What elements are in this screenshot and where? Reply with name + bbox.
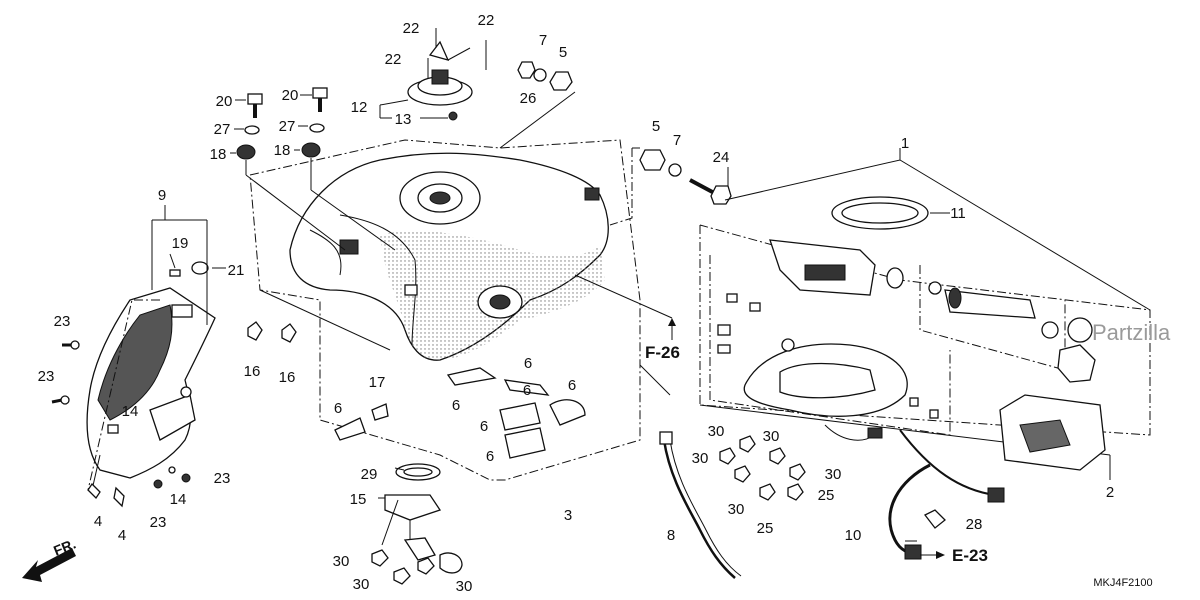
fuel-pump-unit [699, 159, 1151, 471]
callout-20a: 20 [216, 93, 233, 110]
callout-30a: 30 [708, 423, 725, 440]
callout-9: 9 [158, 187, 166, 204]
callout-16b: 16 [279, 369, 296, 386]
callout-14b: 14 [170, 491, 187, 508]
watermark: Partzilla [1092, 320, 1171, 345]
callout-6f: 6 [480, 418, 488, 435]
callout-30f: 30 [333, 553, 350, 570]
callout-30c: 30 [692, 450, 709, 467]
callout-23c: 23 [214, 470, 231, 487]
callout-30d: 30 [825, 466, 842, 483]
callout-27b: 27 [279, 118, 296, 135]
callout-23a: 23 [54, 313, 71, 330]
callout-30b: 30 [763, 428, 780, 445]
callout-18b: 18 [274, 142, 291, 159]
ref-f26: F-26 [645, 343, 680, 362]
callout-21: 21 [228, 262, 245, 279]
callout-23b: 23 [38, 368, 55, 385]
front-arrow-icon [22, 548, 76, 582]
callout-4a: 4 [94, 513, 102, 530]
callout-30h: 30 [456, 578, 473, 595]
callout-17: 17 [369, 374, 386, 391]
callout-12: 12 [351, 99, 368, 116]
callout-23d: 23 [150, 514, 167, 531]
callout-4b: 4 [118, 527, 126, 544]
callout-30e: 30 [728, 501, 745, 518]
fuel-tank-assembly [249, 139, 641, 481]
callout-labels: 1 2 3 4 4 5 5 6 6 6 6 6 6 6 7 7 8 9 10 1… [38, 12, 1115, 595]
callout-11: 11 [950, 205, 966, 222]
side-cover-screws [51, 340, 191, 508]
fuel-cap [407, 28, 487, 121]
fasteners-top [517, 61, 732, 205]
diagram-code: MKJ4F2100 [1093, 577, 1152, 589]
callout-10: 10 [845, 527, 862, 544]
callout-13: 13 [395, 111, 412, 128]
callout-24: 24 [713, 149, 730, 166]
callout-29: 29 [361, 466, 378, 483]
side-cover [86, 261, 216, 479]
callout-5b: 5 [652, 118, 660, 135]
callout-2: 2 [1106, 484, 1114, 501]
callout-7b: 7 [673, 132, 681, 149]
ref-e23: E-23 [952, 546, 988, 565]
callout-14a: 14 [122, 403, 139, 420]
callout-18a: 18 [210, 146, 227, 163]
callout-25a: 25 [818, 487, 835, 504]
callout-1: 1 [901, 135, 909, 152]
callout-3: 3 [564, 507, 572, 524]
callout-6b: 6 [452, 397, 460, 414]
reference-markers: F-26 E-23 [574, 274, 988, 565]
fuel-float-assembly [371, 463, 463, 585]
callout-6c: 6 [524, 355, 532, 372]
callout-25b: 25 [757, 520, 774, 537]
leader-lines [169, 94, 950, 542]
front-label: FR. [51, 535, 78, 558]
tank-pads [334, 367, 586, 459]
callout-6d: 6 [523, 382, 531, 399]
mount-bolts-left [236, 87, 328, 343]
callout-20b: 20 [282, 87, 299, 104]
callout-22a: 22 [403, 20, 420, 37]
callout-30g: 30 [353, 576, 370, 593]
callout-19: 19 [172, 235, 189, 252]
callout-22b: 22 [478, 12, 495, 29]
callout-28: 28 [966, 516, 983, 533]
callout-8: 8 [667, 527, 675, 544]
callout-26: 26 [520, 90, 537, 107]
callout-6a: 6 [334, 400, 342, 417]
breather-hose [659, 431, 742, 579]
bottom-hardware [719, 435, 806, 501]
wire-harness [888, 429, 1005, 560]
callout-22c: 22 [385, 51, 402, 68]
callout-5a: 5 [559, 44, 567, 61]
callout-7a: 7 [539, 32, 547, 49]
callout-27a: 27 [214, 121, 231, 138]
callout-6g: 6 [486, 448, 494, 465]
callout-6e: 6 [568, 377, 576, 394]
callout-16a: 16 [244, 363, 261, 380]
callout-15: 15 [350, 491, 367, 508]
